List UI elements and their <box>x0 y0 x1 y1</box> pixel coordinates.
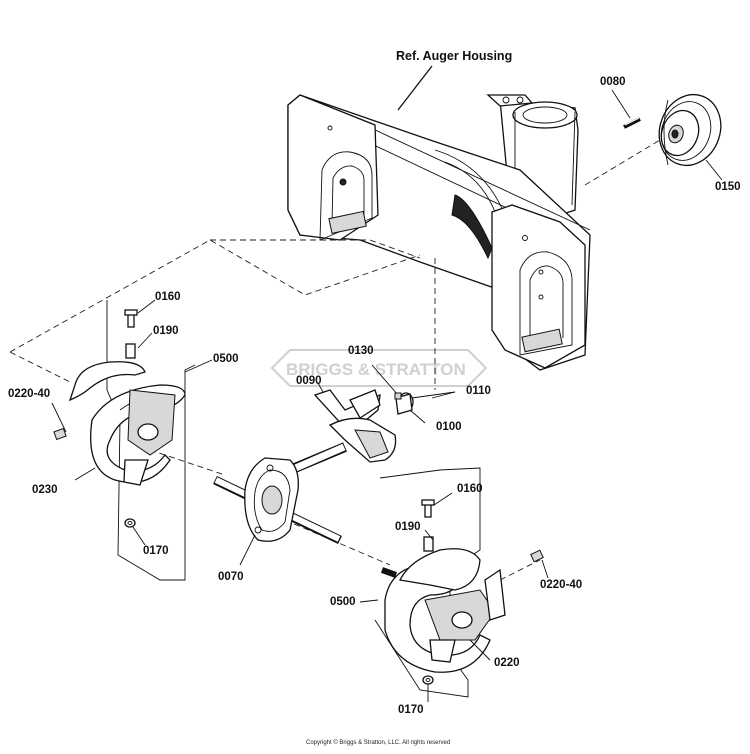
callout-0160-right: 0160 <box>457 483 483 495</box>
callout-0190-left: 0190 <box>153 325 179 337</box>
callout-0230: 0230 <box>32 484 58 496</box>
callout-0080: 0080 <box>600 76 626 88</box>
auger-housing <box>287 94 591 371</box>
callout-0170-left: 0170 <box>143 545 169 557</box>
callout-0500-left: 0500 <box>213 353 239 365</box>
axis-line-pulley <box>584 139 661 186</box>
callout-0090: 0090 <box>296 375 322 387</box>
pin-0080 <box>611 89 641 129</box>
callout-0130: 0130 <box>348 345 374 357</box>
callout-0070: 0070 <box>218 571 244 583</box>
title-leader <box>397 65 433 111</box>
pulley-0150 <box>658 93 723 181</box>
callout-0110: 0110 <box>466 385 491 397</box>
impeller-parts <box>313 364 456 463</box>
gearbox-0070 <box>213 442 347 566</box>
callout-0150: 0150 <box>715 181 741 193</box>
callout-0100: 0100 <box>436 421 462 433</box>
callout-0220: 0220 <box>494 657 520 669</box>
left-auger-group-0500 <box>51 299 213 581</box>
callout-0220-40-left: 0220-40 <box>8 388 51 400</box>
callout-0220-40-right: 0220-40 <box>540 579 583 591</box>
callout-0170-right: 0170 <box>398 704 424 716</box>
callout-0500-right: 0500 <box>330 596 356 608</box>
copyright-text: Copyright © Briggs & Stratton, LLC. All … <box>306 740 451 746</box>
callout-0160-left: 0160 <box>155 291 181 303</box>
ref-auger-housing-label: Ref. Auger Housing <box>396 49 513 63</box>
callout-0190-right: 0190 <box>395 521 421 533</box>
right-auger-group-0500 <box>359 467 549 702</box>
assembly-dashed-lines <box>9 239 541 581</box>
